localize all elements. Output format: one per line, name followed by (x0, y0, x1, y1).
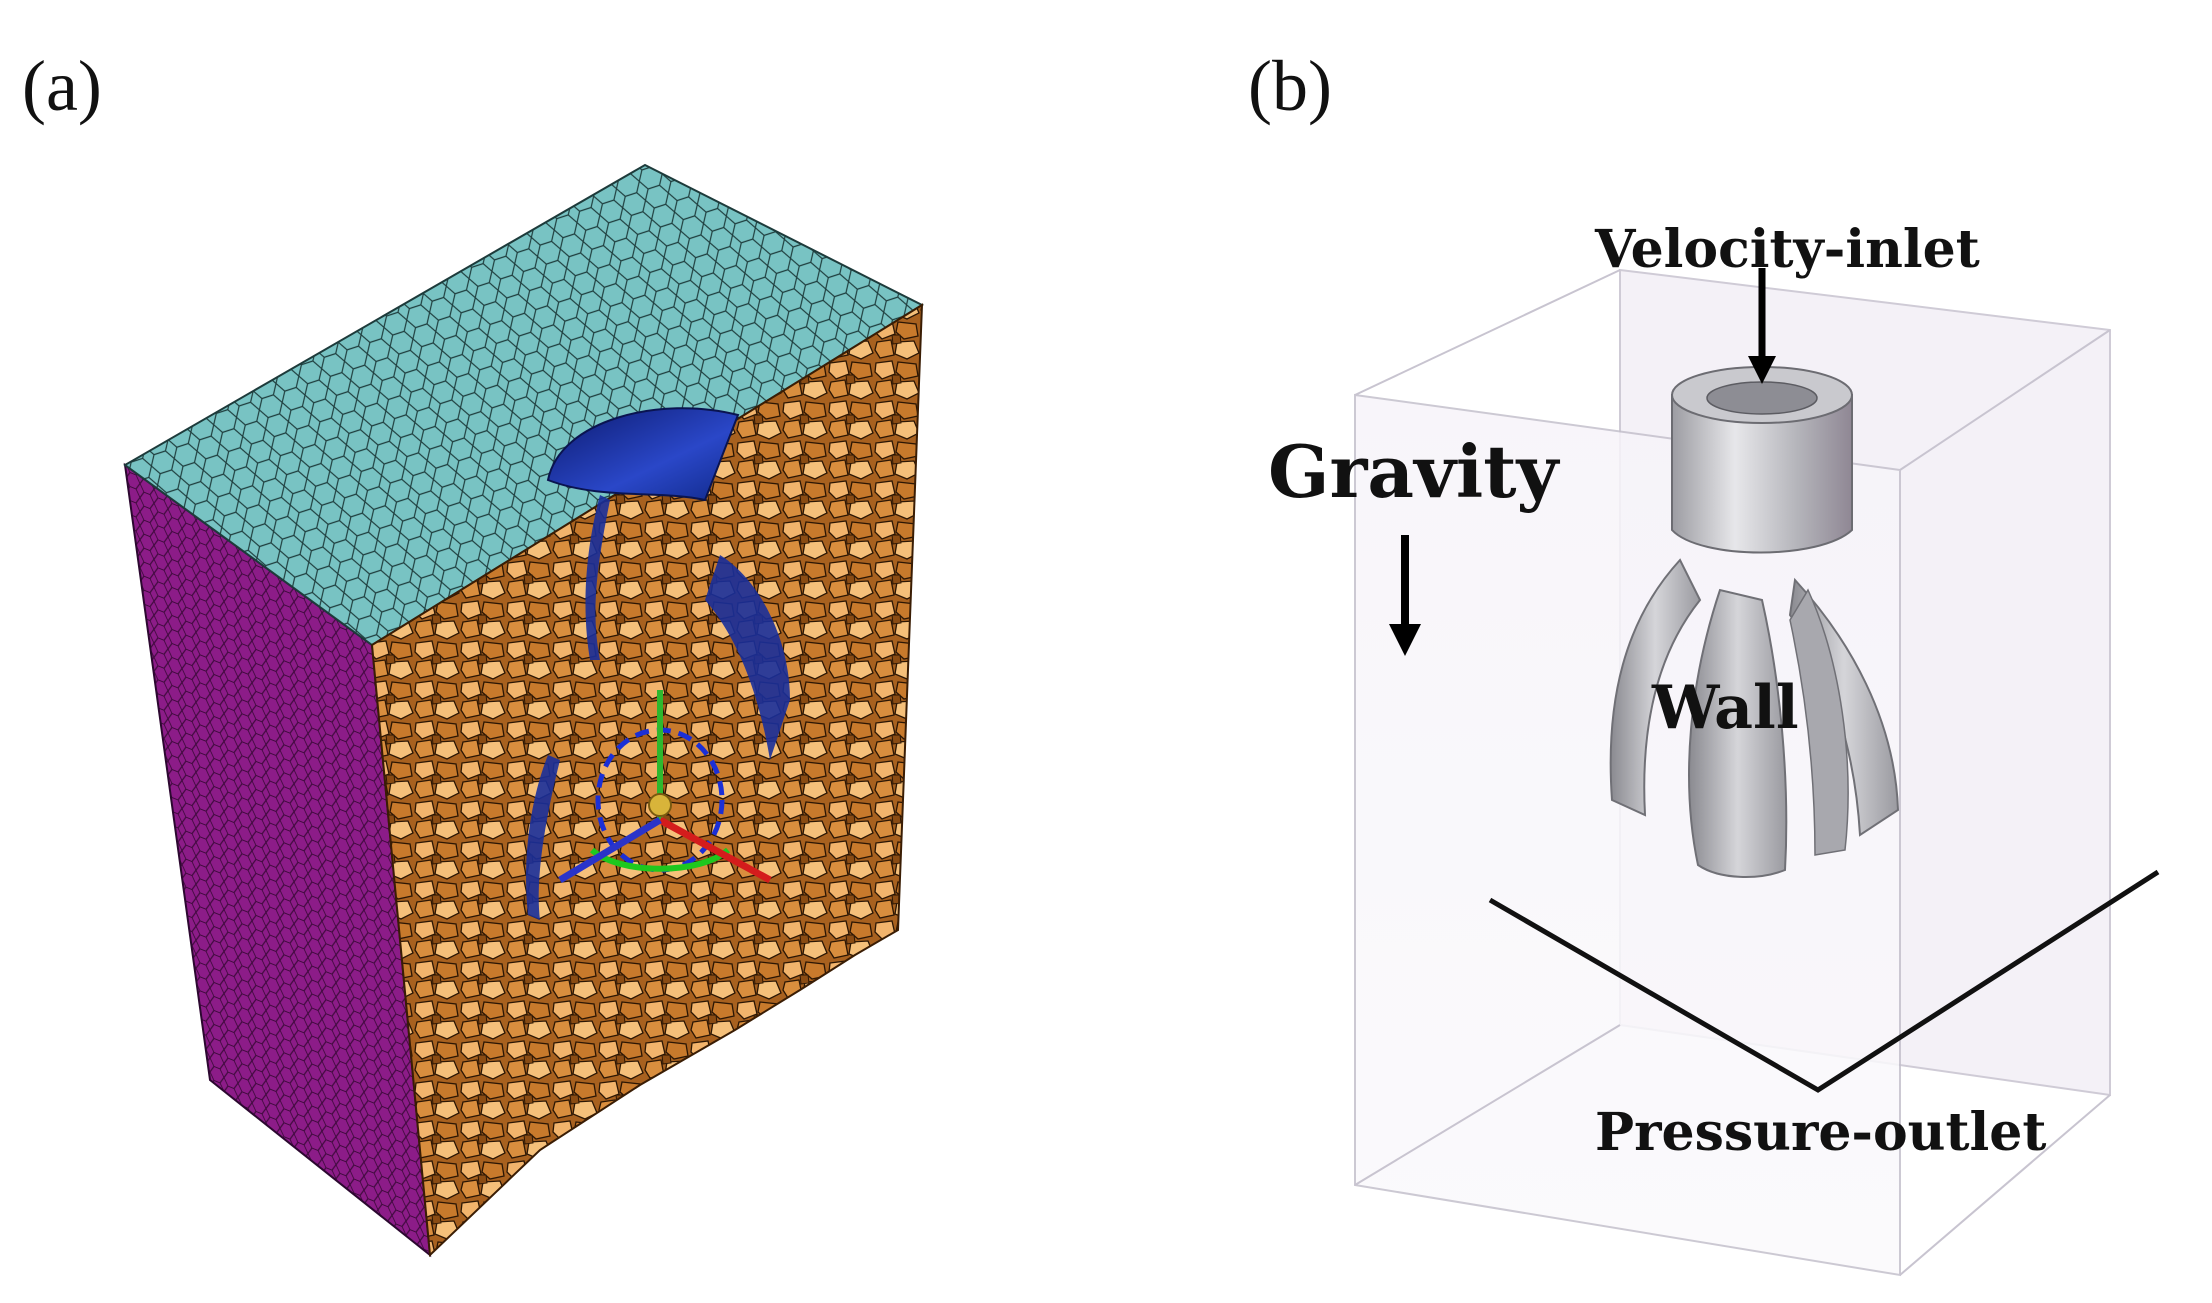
mesh-block (123, 163, 925, 1258)
panel-b: (b) Velocity-inlet Gra (1248, 46, 2160, 1277)
velocity-inlet-label: Velocity-inlet (1594, 219, 1980, 280)
panel-b-label: (b) (1248, 46, 1332, 126)
domain-edge-2 (1899, 329, 2111, 471)
pressure-outlet-label: Pressure-outlet (1595, 1102, 2046, 1163)
transform-gizmo (558, 690, 772, 884)
domain-edge-3 (1899, 1094, 2111, 1276)
panel-a: (a) (22, 46, 925, 1258)
nozzle-cylinder (1671, 394, 1853, 554)
nozzle-prong-center (1688, 588, 1788, 878)
nozzle (1609, 366, 1900, 878)
cavity-wall-right (705, 555, 790, 760)
gizmo-axis-x (658, 816, 772, 884)
domain-edge-1 (1354, 269, 1621, 396)
pressure-outlet-indicator (1488, 869, 2160, 1093)
nozzle-prong-back (1789, 588, 1849, 856)
cavity-wall-left (526, 755, 560, 920)
gizmo-axis-z (558, 816, 662, 884)
wall-label: Wall (1651, 673, 1799, 743)
mesh-cut-face (370, 303, 924, 1258)
panel-a-label: (a) (22, 46, 102, 126)
nozzle-prong-left (1609, 558, 1702, 817)
gizmo-center (648, 793, 672, 817)
cavity-wall-center (585, 495, 610, 660)
domain-edge-4 (1354, 1024, 1621, 1186)
nozzle-bore (1706, 381, 1818, 415)
gravity-label: Gravity (1268, 429, 1561, 514)
cavity-opening (546, 407, 740, 502)
